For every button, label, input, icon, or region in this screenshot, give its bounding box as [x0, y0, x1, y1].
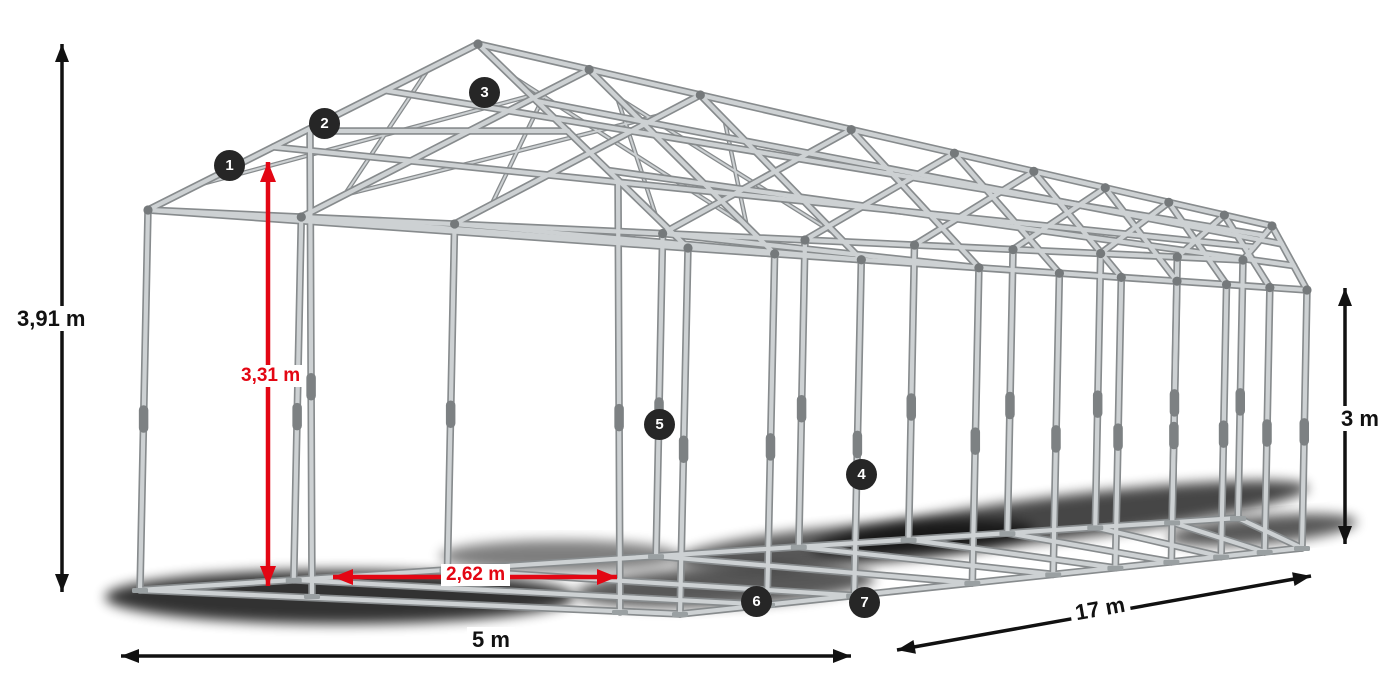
- part-marker-5: 5: [644, 409, 675, 440]
- dim-label-inner-height: 3,31 m: [236, 365, 306, 387]
- part-marker-6: 6: [741, 586, 772, 617]
- part-marker-1: 1: [214, 150, 245, 181]
- dim-label-width: 5 m: [467, 627, 515, 653]
- dim-label-side-height: 3 m: [1336, 406, 1384, 432]
- dim-label-inner-width: 2,62 m: [441, 564, 511, 586]
- part-marker-7: 7: [849, 587, 880, 618]
- steel-frame-structure: [132, 39, 1312, 618]
- part-marker-3: 3: [469, 77, 500, 108]
- dim-label-total-height: 3,91 m: [12, 306, 91, 332]
- part-marker-4: 4: [846, 459, 877, 490]
- part-marker-2: 2: [309, 108, 340, 139]
